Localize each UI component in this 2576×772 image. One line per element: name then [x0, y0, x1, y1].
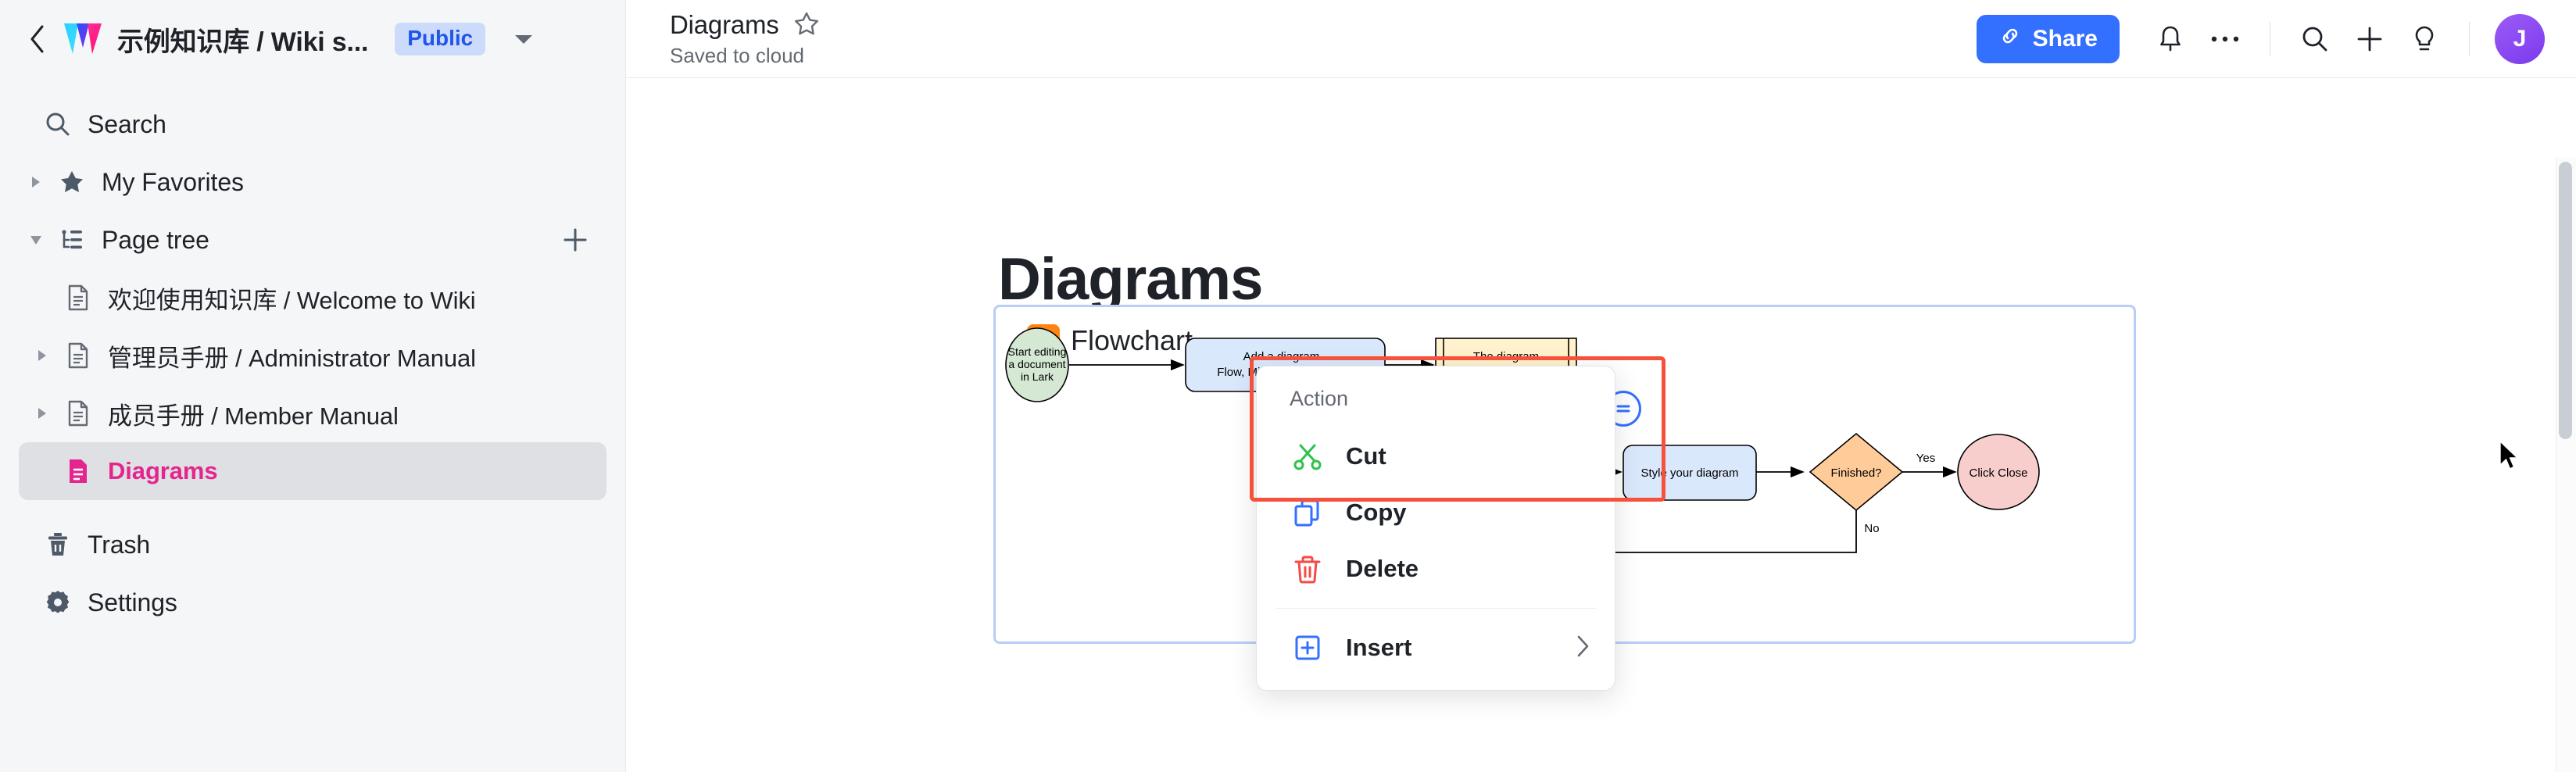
flowchart-title: Flowchart: [1071, 324, 1193, 356]
chevron-right-icon[interactable]: [25, 406, 59, 420]
doc-icon: [59, 342, 97, 369]
search-icon: [39, 111, 77, 138]
star-icon: [53, 169, 91, 195]
gear-icon: [39, 589, 77, 616]
workspace-header: 示例知识库 / Wiki s... Public: [0, 0, 625, 78]
svg-text:Finished?: Finished?: [1830, 466, 1881, 480]
tree-item-administrator-manual[interactable]: 管理员手册 / Administrator Manual: [19, 327, 606, 384]
tree-item-diagrams[interactable]: Diagrams: [19, 442, 606, 500]
chevron-right-icon[interactable]: [25, 348, 59, 363]
scrollbar-thumb[interactable]: [2559, 162, 2572, 439]
star-outline-icon[interactable]: [793, 10, 820, 41]
copy-icon: [1290, 497, 1326, 528]
svg-text:Start editing: Start editing: [1008, 345, 1067, 358]
plus-icon[interactable]: [2342, 12, 2397, 66]
sidebar-nav-list: Search My Favorites: [0, 78, 625, 631]
svg-text:a document: a document: [1008, 358, 1065, 370]
save-status: Saved to cloud: [670, 43, 805, 67]
context-menu-item-delete[interactable]: Delete: [1257, 541, 1615, 597]
context-menu-item-label: Insert: [1346, 634, 1412, 661]
sidebar-item-label: Settings: [88, 588, 177, 617]
sidebar-item-label: My Favorites: [102, 167, 244, 196]
context-menu-item-insert[interactable]: Insert: [1257, 620, 1615, 676]
back-chevron-icon[interactable]: [27, 21, 48, 57]
plus-square-icon: [1290, 632, 1326, 663]
tree-item-label: 成员手册 / Member Manual: [108, 402, 399, 430]
toolbar-divider: [2469, 21, 2470, 56]
sidebar-item-page-tree[interactable]: Page tree: [19, 211, 606, 269]
trash-icon: [1290, 553, 1326, 584]
chevron-right-icon: [1574, 634, 1591, 663]
sidebar: 示例知识库 / Wiki s... Public Search: [0, 0, 625, 772]
svg-text:The diagram: The diagram: [1473, 350, 1539, 363]
svg-text:No: No: [1864, 522, 1879, 535]
tree-icon: [53, 227, 91, 253]
sidebar-item-search[interactable]: Search: [19, 95, 606, 153]
sidebar-item-label: Page tree: [102, 225, 209, 254]
context-menu-item-label: Copy: [1346, 499, 1407, 526]
lightbulb-icon[interactable]: [2397, 12, 2452, 66]
avatar[interactable]: J: [2495, 13, 2545, 64]
svg-text:Click Close: Click Close: [1969, 466, 2027, 480]
context-menu-item-copy[interactable]: Copy: [1257, 484, 1615, 541]
svg-text:Yes: Yes: [1916, 452, 1935, 465]
caret-down-icon[interactable]: [513, 29, 534, 49]
sidebar-item-label: Trash: [88, 530, 151, 559]
visibility-badge: Public: [395, 23, 486, 55]
document-title-block: Diagrams Saved to cloud: [670, 10, 820, 68]
topbar: Diagrams Saved to cloud Share: [626, 0, 2576, 78]
svg-text:Style your diagram: Style your diagram: [1640, 466, 1738, 480]
tree-item-label: Diagrams: [108, 457, 218, 484]
context-menu-item-cut[interactable]: Cut: [1257, 428, 1615, 484]
main-panel: Diagrams Saved to cloud Share: [625, 0, 2576, 772]
doc-icon: [59, 400, 97, 427]
doc-icon-active: [59, 458, 97, 484]
bell-icon[interactable]: [2143, 12, 2198, 66]
sidebar-item-trash[interactable]: Trash: [19, 516, 606, 574]
context-menu-item-label: Cut: [1346, 442, 1386, 470]
context-menu-item-label: Delete: [1346, 555, 1419, 582]
page-title[interactable]: Diagrams: [670, 10, 779, 39]
document-heading[interactable]: Diagrams: [998, 246, 1263, 313]
context-menu-divider: [1275, 608, 1596, 609]
workspace-title[interactable]: 示例知识库 / Wiki s...: [117, 27, 369, 57]
share-label: Share: [2032, 25, 2098, 52]
svg-text:Add a diagram -: Add a diagram -: [1243, 350, 1327, 363]
topbar-actions: Share J: [1976, 12, 2545, 66]
mouse-cursor: [2499, 441, 2522, 477]
trash-icon: [39, 531, 77, 558]
lark-logo-icon[interactable]: [63, 19, 103, 59]
share-button[interactable]: Share: [1976, 14, 2120, 63]
scrollbar-track[interactable]: [2556, 157, 2576, 772]
context-menu: Action Cut: [1256, 366, 1615, 691]
tree-item-label: 管理员手册 / Administrator Manual: [108, 344, 476, 372]
tree-item-member-manual[interactable]: 成员手册 / Member Manual: [19, 384, 606, 442]
sidebar-item-my-favorites[interactable]: My Favorites: [19, 153, 606, 211]
more-horizontal-icon[interactable]: [2198, 12, 2252, 66]
sidebar-item-settings[interactable]: Settings: [19, 574, 606, 631]
tree-item-welcome-to-wiki[interactable]: 欢迎使用知识库 / Welcome to Wiki: [19, 269, 606, 327]
doc-icon: [59, 284, 97, 311]
tree-item-label: 欢迎使用知识库 / Welcome to Wiki: [108, 286, 476, 314]
scissors-icon: [1290, 441, 1326, 472]
context-menu-section-label: Action: [1290, 387, 1349, 410]
chevron-down-icon[interactable]: [19, 234, 53, 246]
svg-text:in Lark: in Lark: [1021, 370, 1054, 383]
document-content: Diagrams Flowchart: [626, 78, 2576, 772]
sidebar-divider: [0, 500, 625, 516]
link-icon: [1998, 24, 2022, 54]
sidebar-item-label: Search: [88, 109, 166, 138]
chevron-right-icon[interactable]: [19, 175, 53, 189]
add-page-plus-icon[interactable]: [561, 226, 589, 254]
search-icon[interactable]: [2288, 12, 2342, 66]
